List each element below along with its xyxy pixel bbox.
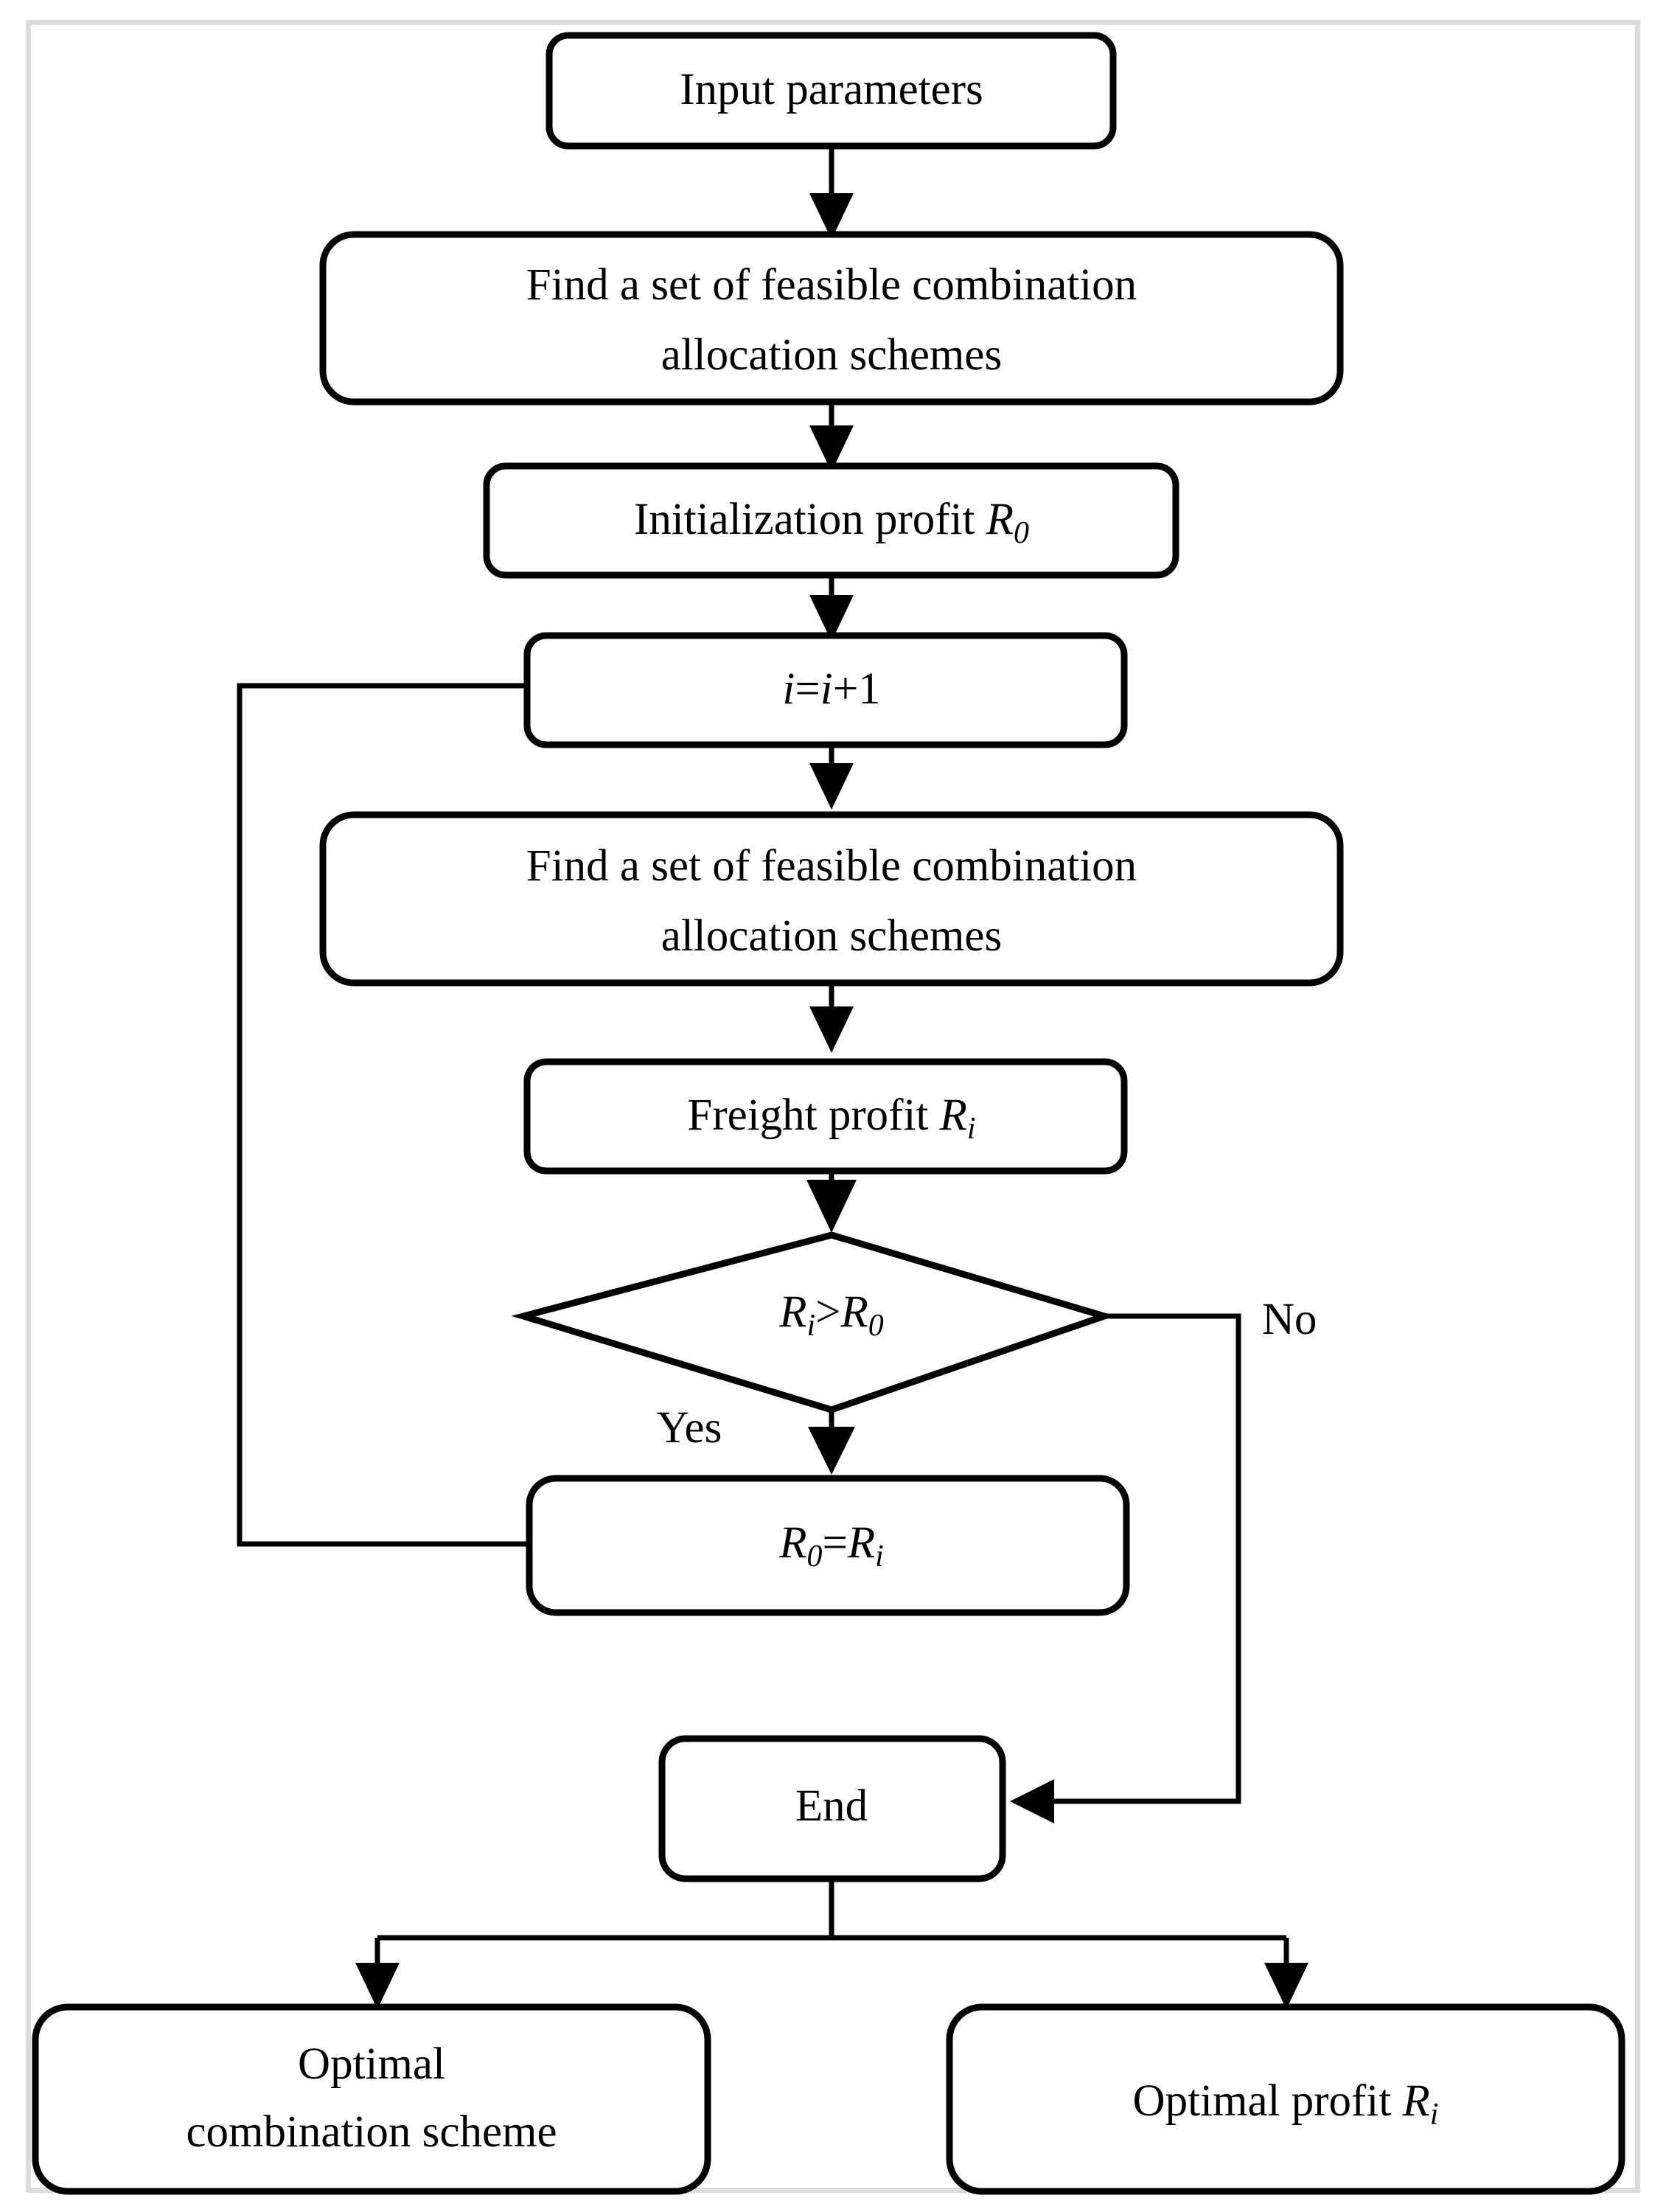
node-decision-compare-label: Ri>R0	[778, 1287, 884, 1343]
node-initialization-profit-shape	[483, 462, 1179, 579]
node-decision-compare-shape	[511, 1231, 1115, 1413]
node-find-schemes-1-shape	[319, 231, 1344, 406]
edge-freight-to-decision	[806, 1171, 857, 1233]
increment-i2: i	[820, 664, 833, 714]
edge-increment-to-find2	[809, 745, 854, 810]
node-end-shape	[658, 1735, 1006, 1882]
node-initialization-profit-label: Initialization profit R0	[634, 495, 1029, 550]
decision-right-sub: 0	[868, 1309, 884, 1343]
decision-right-var: R	[840, 1287, 868, 1337]
assign-left-var: R	[778, 1518, 806, 1568]
node-increment-counter[interactable]: i=i+1	[523, 632, 1128, 748]
assign-right-sub: i	[875, 1540, 884, 1573]
node-find-schemes-1-label-line1: Find a set of feasible combination	[526, 260, 1137, 310]
decision-left-sub: i	[806, 1309, 815, 1343]
node-optimal-profit-label: Optimal profit Ri	[1133, 2076, 1439, 2132]
init-profit-text: Initialization profit	[634, 495, 975, 544]
init-profit-var: R	[986, 495, 1014, 544]
node-initialization-profit[interactable]: Initialization profit R0	[483, 462, 1179, 579]
node-optimal-combination-scheme-label-line2: combination scheme	[186, 2107, 557, 2157]
node-find-schemes-1-label-line2: allocation schemes	[661, 330, 1002, 380]
node-freight-profit[interactable]: Freight profit Ri	[523, 1058, 1128, 1175]
node-find-schemes-2[interactable]: Find a set of feasible combination alloc…	[319, 811, 1344, 987]
edge-find1-to-init	[809, 402, 854, 472]
node-decision-compare[interactable]: Ri>R0	[511, 1231, 1115, 1413]
increment-i1: i	[782, 664, 795, 714]
assign-left-sub: 0	[806, 1540, 822, 1573]
assign-op: =	[822, 1518, 847, 1568]
node-increment-counter-label: i=i+1	[782, 664, 880, 714]
edge-init-to-increment	[809, 575, 854, 641]
edge-input-to-find1	[809, 146, 854, 240]
node-optimal-profit-shape	[946, 2003, 1625, 2195]
node-optimal-combination-scheme-shape	[32, 2003, 711, 2195]
node-end[interactable]: End	[658, 1735, 1006, 1882]
increment-eq: =	[795, 664, 820, 714]
node-find-schemes-2-label-line1: Find a set of feasible combination	[526, 841, 1137, 891]
decision-op: >	[815, 1287, 840, 1337]
node-freight-profit-label: Freight profit Ri	[687, 1091, 975, 1146]
optimal-profit-sub: i	[1430, 2098, 1439, 2132]
node-increment-counter-shape	[523, 632, 1128, 748]
node-find-schemes-2-label-line2: allocation schemes	[661, 911, 1002, 961]
node-input-parameters-shape	[546, 32, 1117, 150]
edge-label-no: No	[1262, 1295, 1317, 1344]
edge-end-to-outputs	[355, 1879, 1308, 2009]
edge-label-yes: Yes	[657, 1403, 722, 1453]
freight-profit-text: Freight profit	[687, 1091, 928, 1140]
node-assign-best-profit-label: R0=Ri	[778, 1518, 884, 1573]
node-find-schemes-1[interactable]: Find a set of feasible combination alloc…	[319, 231, 1344, 406]
node-end-label: End	[795, 1781, 868, 1831]
node-optimal-combination-scheme-label-line1: Optimal	[298, 2039, 445, 2089]
init-profit-sub: 0	[1014, 516, 1029, 550]
freight-profit-var: R	[939, 1091, 967, 1140]
node-assign-best-profit-shape	[526, 1475, 1130, 1616]
edge-decision-yes-to-assign	[808, 1412, 855, 1475]
optimal-profit-var: R	[1402, 2076, 1430, 2126]
edge-decision-no-to-end	[1010, 1313, 1241, 1823]
decision-left-var: R	[778, 1287, 806, 1337]
edge-find2-to-freight	[809, 983, 854, 1053]
optimal-profit-text: Optimal profit	[1133, 2076, 1392, 2126]
freight-profit-sub: i	[967, 1112, 976, 1146]
node-optimal-profit[interactable]: Optimal profit Ri	[946, 2003, 1625, 2195]
increment-plus1: +1	[833, 664, 881, 714]
node-input-parameters-label: Input parameters	[680, 65, 983, 114]
node-assign-best-profit[interactable]: R0=Ri	[526, 1475, 1130, 1616]
assign-right-var: R	[847, 1518, 875, 1568]
node-freight-profit-shape	[523, 1058, 1128, 1175]
node-find-schemes-2-shape	[319, 811, 1344, 987]
node-optimal-combination-scheme[interactable]: Optimal combination scheme	[32, 2003, 711, 2195]
node-input-parameters[interactable]: Input parameters	[546, 32, 1117, 150]
